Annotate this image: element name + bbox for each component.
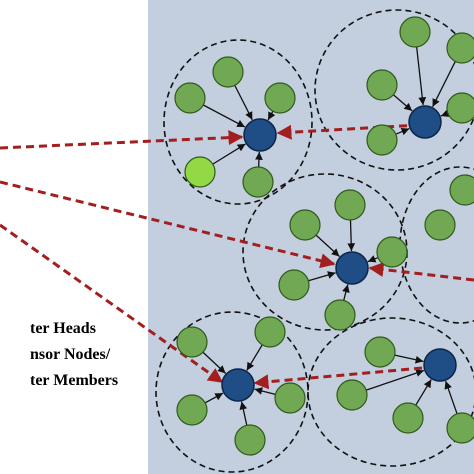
member-to-head-arrow [315, 234, 340, 258]
cluster-heads-label: ter Heads [30, 320, 96, 337]
cluster-head-node [243, 118, 277, 152]
member-to-head-arrow [444, 380, 458, 415]
member-to-head-arrow [239, 401, 248, 426]
member-to-head-arrow [202, 104, 246, 128]
cluster-boundary-1 [163, 39, 313, 205]
sensor-node [176, 326, 208, 358]
sensor-node [446, 32, 474, 64]
member-to-head-arrow [246, 344, 263, 371]
sensor-nodes-label: nsor Nodes/ [30, 346, 111, 363]
sensor-node [278, 269, 310, 301]
route-arrow [253, 366, 423, 390]
member-to-head-arrow [367, 255, 379, 263]
sensor-node [446, 92, 474, 124]
member-to-head-arrow [392, 94, 413, 112]
sensor-node [242, 166, 274, 198]
cluster-head-node [221, 368, 255, 402]
sensor-node [424, 209, 456, 241]
member-to-head-arrow [432, 61, 456, 108]
route-arrow [368, 262, 474, 282]
sensor-node [274, 382, 306, 414]
member-to-head-arrow [415, 379, 432, 406]
member-to-head-arrow [440, 109, 450, 117]
cluster-boundary-5 [155, 311, 309, 473]
sensor-node [336, 379, 368, 411]
cluster-head-node [335, 251, 369, 285]
member-to-head-arrow [347, 219, 356, 252]
member-to-head-arrow [394, 354, 424, 364]
sensor-node [334, 189, 366, 221]
sensor-node [392, 402, 424, 434]
member-to-head-arrow [395, 127, 410, 136]
sensor-node [234, 424, 266, 456]
sensor-node [449, 174, 474, 206]
highlighted-sensor-node [184, 156, 216, 188]
route-arrow [276, 123, 421, 140]
sensor-node [212, 56, 244, 88]
sensor-node [264, 82, 296, 114]
sensor-node [254, 316, 286, 348]
member-to-head-arrow [365, 369, 425, 391]
sensor-node [376, 236, 408, 268]
cluster-boundary-2 [314, 9, 474, 171]
sensor-node [289, 209, 321, 241]
cluster-head-node [423, 348, 457, 382]
route-arrow [0, 180, 336, 269]
sensor-node [399, 16, 431, 48]
sensor-node [446, 412, 474, 444]
sensor-node [176, 394, 208, 426]
route-arrow [0, 130, 244, 150]
member-to-head-arrow [416, 46, 427, 106]
sensor-node [364, 336, 396, 368]
cluster-members-label: ter Members [30, 372, 119, 389]
sensor-node [366, 69, 398, 101]
cluster-head-node [408, 105, 442, 139]
member-to-head-arrow [255, 151, 263, 168]
member-to-head-arrow [267, 110, 276, 121]
cluster-boundary-6 [307, 317, 474, 467]
sensor-node [174, 82, 206, 114]
member-to-head-arrow [234, 85, 253, 121]
sensor-node [366, 124, 398, 156]
member-to-head-arrow [204, 392, 224, 404]
member-to-head-arrow [308, 271, 336, 282]
member-to-head-arrow [254, 387, 276, 395]
sensor-node [324, 299, 356, 331]
member-to-head-arrow [342, 284, 350, 301]
member-to-head-arrow [212, 143, 246, 165]
